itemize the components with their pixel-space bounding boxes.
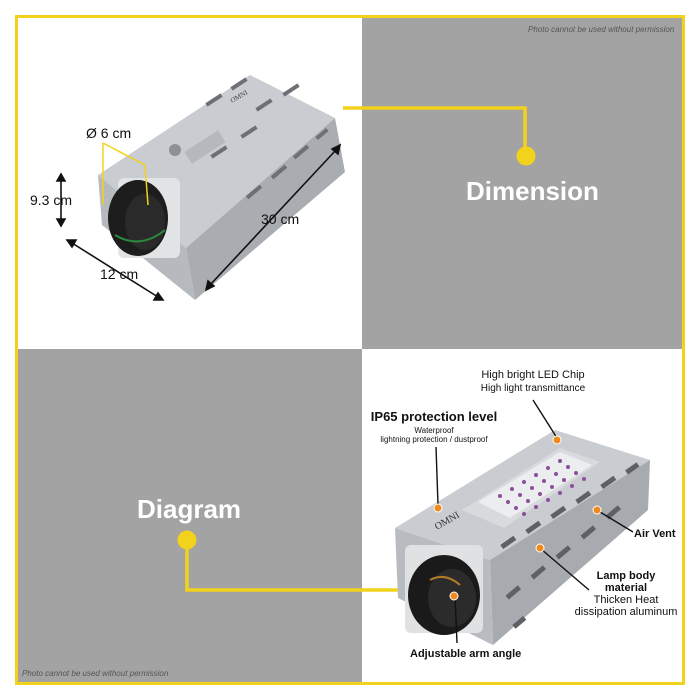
length-label: 30 cm [261,211,300,227]
watermark-top: Photo cannot be used without permission [528,25,675,34]
led-chip-title: High bright LED Chip [481,369,585,381]
diameter-label: Ø 6 cm [86,125,132,141]
ip65-sub1: Waterproof [414,426,454,435]
ip65-sub2: lightning protection / dustproof [380,435,488,444]
diameter-guide [102,142,149,206]
lamp-body-title2: material [604,582,648,594]
lamp-diagram-image: OMNI [395,430,650,645]
height-label: 9.3 cm [30,192,73,208]
diagram-dot [177,530,197,550]
dimension-title: Dimension [466,176,599,206]
diagram-title: Diagram [137,494,242,524]
diagram-panel-bg [18,349,362,682]
dimension-dot [516,146,536,166]
dimension-arrows [55,143,342,301]
led-chip-label: High bright LED Chip High light transmit… [474,369,592,394]
width-label: 12 cm [100,266,139,282]
connector-lines [185,106,527,592]
ip65-title: IP65 protection level [370,409,498,424]
leader-lines [435,399,634,644]
lamp-body-sub2: dissipation aluminum [574,606,678,618]
leader-dots [433,435,602,601]
watermark-bottom: Photo cannot be used without permission [22,669,169,678]
air-vent-label: Air Vent [634,528,676,540]
dimension-panel-bg [362,18,682,349]
led-chip-sub: High light transmittance [480,383,586,394]
adjustable-arm-label: Adjustable arm angle [410,648,522,660]
lamp-body-sub1: Thicken Heat [593,594,659,606]
lamp-dimension-image: OMNI [98,75,345,300]
lamp-body-label: Lamp body material Thicken Heat dissipat… [570,570,682,618]
ip65-label: IP65 protection level Waterproof lightni… [369,409,499,444]
lamp-body-title1: Lamp body [596,570,656,582]
